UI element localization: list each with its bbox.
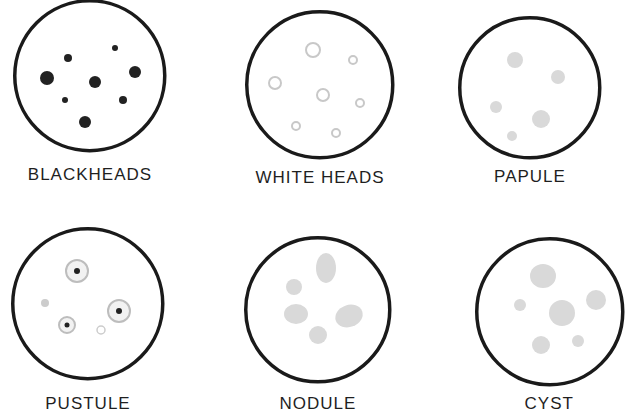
type-label: WHITE HEADS [244,168,396,188]
acne-type-circle: NODULE [243,235,393,414]
circle-outline [244,9,396,161]
acne-type-circle: PAPULE [457,15,603,187]
cyst-lumps [514,264,606,354]
circle-border [460,18,600,158]
acne-type-circle: WHITE HEADS [244,9,396,188]
acne-type-circle: PUSTULE [10,226,166,414]
type-label: PUSTULE [10,394,166,414]
pustule-spots [41,260,130,334]
blackhead-dots [40,45,141,128]
circle-border [246,238,390,382]
circle-outline [243,235,393,385]
type-label: CYST [474,394,626,414]
circle-outline [474,236,626,388]
acne-type-circle: BLACKHEADS [12,0,168,185]
circle-outline [457,15,603,161]
papule-spots [490,52,565,141]
nodule-lumps [284,253,366,344]
type-label: BLACKHEADS [12,165,168,185]
type-label: NODULE [243,394,393,414]
acne-type-circle: CYST [474,236,626,414]
circle-border [477,239,623,385]
circle-border [247,12,393,158]
circle-outline [12,0,168,154]
circle-border [13,229,163,379]
circle-outline [10,226,166,382]
type-label: PAPULE [457,167,603,187]
circle-border [15,1,165,151]
whitehead-rings [269,43,364,137]
